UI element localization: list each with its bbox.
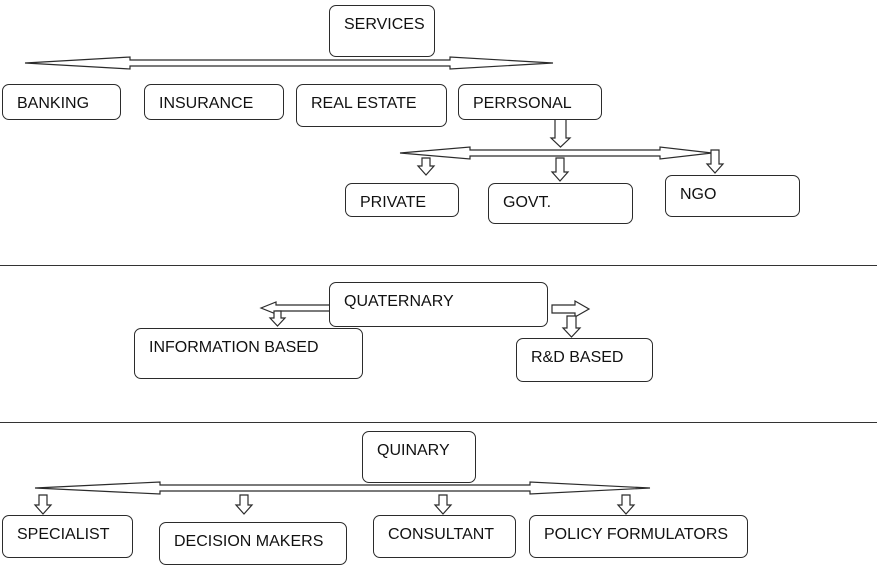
personal-box: PERRSONAL [458, 84, 602, 120]
ngo-down-arrow [705, 149, 725, 174]
govt-box: GOVT. [488, 183, 633, 224]
personal-label: PERRSONAL [473, 95, 572, 112]
specialist-label: SPECIALIST [17, 526, 110, 543]
real-estate-box: REAL ESTATE [296, 84, 447, 127]
quinary-title-box: QUINARY [362, 431, 476, 483]
rnd-down-arrow [561, 315, 582, 338]
rnd-based-box: R&D BASED [516, 338, 653, 382]
section-divider-2 [0, 422, 877, 423]
quinary-title: QUINARY [377, 442, 450, 459]
govt-label: GOVT. [503, 194, 552, 211]
private-down-arrow [416, 157, 436, 176]
specialist-down-arrow [33, 494, 53, 515]
decision-makers-box: DECISION MAKERS [159, 522, 347, 565]
decision-makers-label: DECISION MAKERS [174, 533, 324, 550]
policy-formulators-label: POLICY FORMULATORS [544, 526, 729, 543]
consultant-label: CONSULTANT [388, 526, 495, 543]
personal-down-arrow [549, 118, 572, 148]
rnd-based-label: R&D BASED [531, 349, 624, 366]
consultant-box: CONSULTANT [373, 515, 516, 558]
banking-label: BANKING [17, 95, 90, 112]
quaternary-right-arrow [551, 299, 591, 319]
policy-formulators-box: POLICY FORMULATORS [529, 515, 748, 558]
private-box: PRIVATE [345, 183, 459, 217]
quinary-double-arrow [34, 481, 651, 495]
services-title-box: SERVICES [329, 5, 435, 57]
ngo-label: NGO [680, 186, 717, 203]
insurance-label: INSURANCE [159, 95, 254, 112]
specialist-box: SPECIALIST [2, 515, 133, 558]
real-estate-label: REAL ESTATE [311, 95, 417, 112]
services-double-arrow [24, 56, 554, 70]
quaternary-left-arrow [259, 301, 331, 315]
insurance-box: INSURANCE [144, 84, 284, 120]
banking-box: BANKING [2, 84, 121, 120]
personal-double-arrow [399, 146, 713, 160]
quaternary-title: QUATERNARY [344, 293, 454, 310]
quaternary-title-box: QUATERNARY [329, 282, 548, 327]
ngo-box: NGO [665, 175, 800, 217]
info-down-arrow [268, 310, 287, 327]
section-divider-1 [0, 265, 877, 266]
govt-down-arrow [550, 157, 570, 182]
information-based-label: INFORMATION BASED [149, 339, 319, 356]
private-label: PRIVATE [360, 194, 427, 211]
policy-down-arrow [616, 494, 636, 515]
consultant-down-arrow [433, 494, 453, 515]
services-title: SERVICES [344, 16, 425, 33]
information-based-box: INFORMATION BASED [134, 328, 363, 379]
decision-down-arrow [234, 494, 254, 515]
